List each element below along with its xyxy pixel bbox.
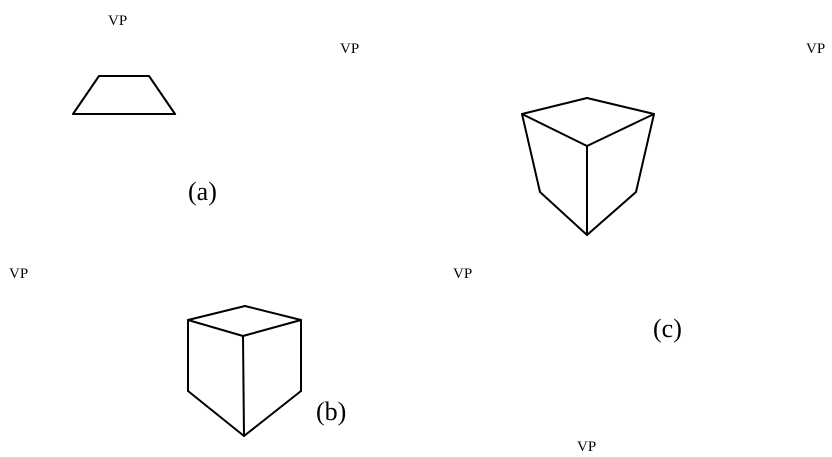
cube-c-front-right-top-edge [586,113,655,147]
panel-b-label: (b) [316,397,346,426]
cube-b-bottom-left-edge [187,390,245,437]
cube-c-bottom-right-edge [586,191,637,236]
panel-a-label: (a) [188,177,217,206]
cube-b-top-right-edge [244,305,302,321]
cube-b-top-left-edge [187,305,246,321]
vp-label-panel-c-right: VP [806,41,825,57]
trapezoid-outline [72,75,176,115]
vp-label-panel-c-bottom: VP [577,439,596,455]
panel-c-label: (c) [653,314,682,343]
cube-c-top-left-edge [521,97,588,115]
cube-b-front-left-top-edge [187,319,244,337]
cube-c-left-vertical-edge [521,113,541,193]
cube-c-right-vertical-edge [635,113,655,193]
vp-label-panel-a-top: VP [108,13,127,29]
panel-c-cube [521,97,655,236]
cube-c-front-left-top-edge [521,113,588,147]
vp-label-panel-c-left: VP [340,41,359,57]
cube-c-top-right-edge [586,97,655,115]
cube-b-center-vertical-edge [242,335,245,437]
panel-a-trapezoid [72,75,176,115]
vp-label-panel-b-right: VP [453,266,472,282]
vp-label-panel-b-left: VP [9,266,28,282]
cube-b-bottom-right-edge [243,390,302,437]
panel-b-cube [187,305,302,437]
cube-b-front-right-top-edge [242,319,302,337]
cube-c-bottom-left-edge [539,191,588,236]
